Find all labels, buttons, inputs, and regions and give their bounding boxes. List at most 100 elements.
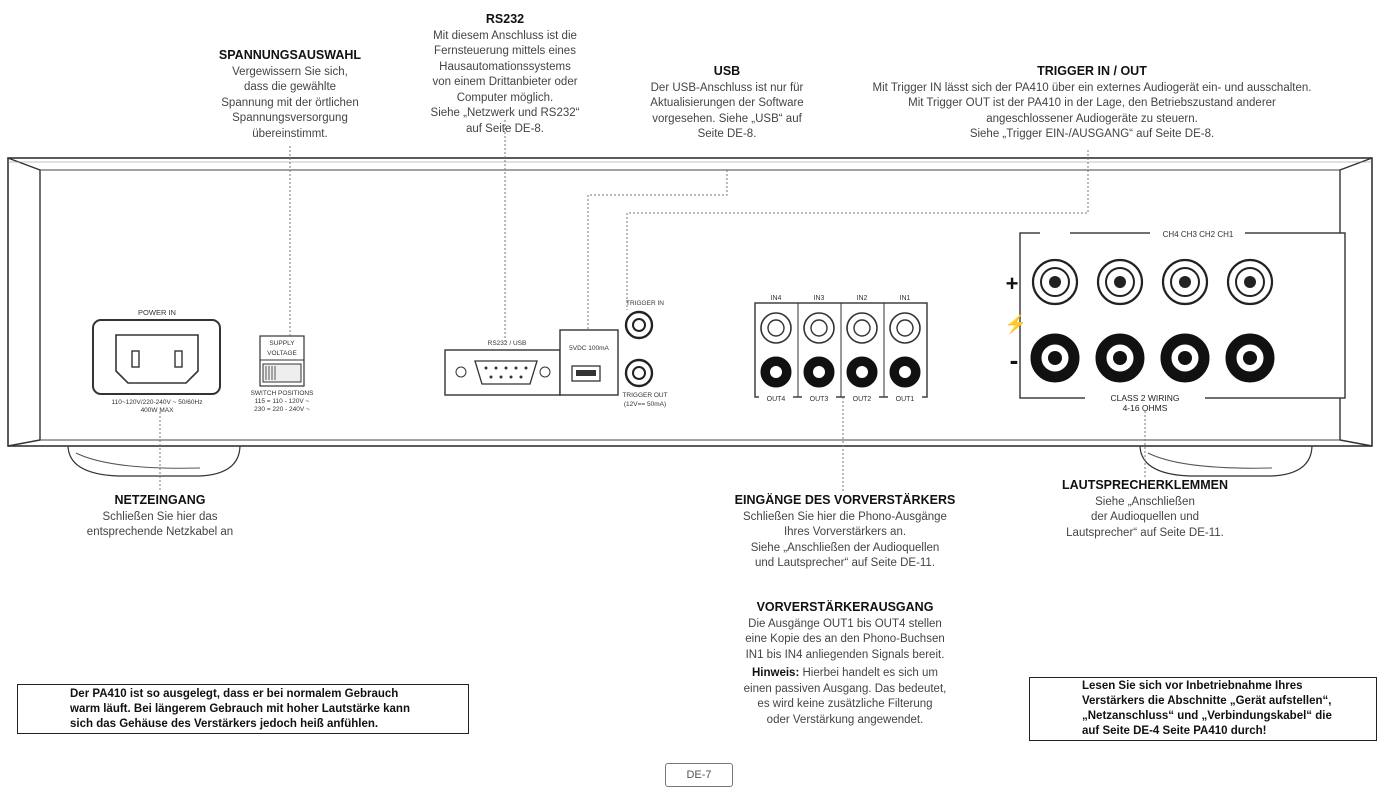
warning-line: „Netzanschluss“ und „Verbindungskabel“ d… [1082, 710, 1332, 722]
speaker-terminal-plus[interactable] [1226, 258, 1274, 306]
speaker-terminal-plus[interactable] [1161, 258, 1209, 306]
terminal-center [1178, 351, 1192, 365]
callout-line: und Lautsprecher“ auf Seite DE-11. [754, 557, 936, 569]
input-label: IN1 [900, 295, 911, 302]
callout-spannungsauswahl: SPANNUNGSAUSWAHL Vergewissern Sie sich, … [195, 48, 385, 142]
power-rating-2: 400W MAX [141, 407, 175, 414]
callout-title: SPANNUNGSAUSWAHL [218, 48, 362, 62]
speaker-terminal-minus[interactable] [1030, 333, 1080, 383]
callout-usb: USB Der USB-Anschluss ist nur für Aktual… [622, 64, 832, 143]
trigger-out-label: TRIGGER OUT [622, 392, 667, 399]
terminal-ring [1105, 267, 1135, 297]
callout-line: oder Verstärkung angewendet. [766, 713, 924, 726]
output-jack[interactable] [803, 356, 835, 388]
minus-label: - [1010, 345, 1019, 375]
terminal-ring [1040, 343, 1070, 373]
hint-first: Hierbei handelt es sich um [802, 667, 938, 679]
terminal-ring [1170, 267, 1200, 297]
terminal-center [1113, 351, 1127, 365]
speaker-terminal-plus[interactable] [1096, 258, 1144, 306]
terminal-center [1243, 351, 1257, 365]
output-jack-center [811, 364, 827, 380]
callout-line: Siehe „Trigger EIN-/AUSGANG“ auf Seite D… [969, 128, 1215, 140]
input-jack[interactable] [803, 312, 835, 344]
callout-title: TRIGGER IN / OUT [1037, 64, 1147, 78]
terminal-center [1049, 276, 1061, 288]
trigger-in-label: TRIGGER IN [626, 300, 664, 307]
callout-line: vorgesehen. Siehe „USB“ auf [652, 112, 802, 125]
warning-line: auf Seite DE-4 Seite PA410 durch! [1082, 725, 1267, 737]
speaker-terminal-minus[interactable] [1160, 333, 1210, 383]
usb-port-label: 5VDC 100mA [569, 345, 609, 352]
callout-line: von einem Drittanbieter oder [432, 76, 578, 88]
output-jack-center [854, 364, 870, 380]
input-jack[interactable] [846, 312, 878, 344]
callout-line: einen passiven Ausgang. Das bedeutet, [743, 682, 947, 695]
channels-label: CH4 CH3 CH2 CH1 [1163, 230, 1234, 239]
callout-line: Spannungsversorgung [232, 112, 348, 124]
page-number: DE-7 [665, 763, 733, 787]
input-jack-center [767, 319, 785, 337]
callout-rs232: RS232 Mit diesem Anschluss ist die Ferns… [405, 12, 605, 137]
input-jack[interactable] [889, 312, 921, 344]
speaker-terminal-plus[interactable] [1031, 258, 1079, 306]
callout-title: EINGÄNGE DES VORVERSTÄRKERS [734, 493, 956, 507]
callout-line: Siehe „Anschließen der Audioquellen [750, 541, 940, 554]
output-label-bg [845, 393, 879, 403]
callout-line: Ihres Vorverstärkers an. [783, 526, 907, 538]
terminal-ring [1040, 267, 1070, 297]
callout-line: Der USB-Anschluss ist nur für [650, 81, 804, 94]
callout-line: Seite DE-8. [697, 128, 757, 140]
speaker-terminal-minus[interactable] [1225, 333, 1275, 383]
terminal-center [1114, 276, 1126, 288]
switch-line-2: 230 = 220 - 240V ~ [254, 406, 310, 413]
output-jack[interactable] [760, 356, 792, 388]
power-in-label: POWER IN [138, 308, 176, 317]
callout-line: Siehe „Netzwerk und RS232“ [430, 107, 580, 119]
callout-netzeingang: NETZEINGANG Schließen Sie hier das entsp… [60, 493, 260, 541]
terminal-center [1244, 276, 1256, 288]
class2-label-1: CLASS 2 WIRING [1111, 393, 1180, 403]
output-jack[interactable] [889, 356, 921, 388]
callout-line: dass die gewählte [243, 81, 337, 93]
warning-line: warm läuft. Bei längerem Gebrauch mit ho… [70, 702, 410, 715]
callout-vorverstaerkerausgang: VORVERSTÄRKERAUSGANG Die Ausgänge OUT1 b… [720, 600, 970, 728]
input-jack-center [810, 319, 828, 337]
switch-positions: SWITCH POSITIONS [251, 390, 315, 397]
terminal-center [1048, 351, 1062, 365]
callout-lautsprecher: LAUTSPRECHERKLEMMEN Siehe „Anschließen d… [1040, 478, 1250, 541]
warning-box-manual: Lesen Sie sich vor Inbetriebnahme Ihres … [1029, 677, 1377, 741]
output-label: OUT4 [767, 396, 786, 403]
input-jack[interactable] [760, 312, 792, 344]
output-jack-center [897, 364, 913, 380]
input-jack-center [896, 319, 914, 337]
callout-line: Mit Trigger OUT ist der PA410 in der Lag… [908, 97, 1276, 109]
callout-line: Mit diesem Anschluss ist die [433, 29, 577, 42]
callout-trigger: TRIGGER IN / OUT Mit Trigger IN lässt si… [842, 64, 1342, 143]
warning-line: Der PA410 ist so ausgelegt, dass er bei … [70, 687, 399, 700]
supply-label-2: VOLTAGE [267, 350, 297, 357]
callout-line: Vergewissern Sie sich, [232, 65, 348, 78]
input-label: IN3 [814, 295, 825, 302]
supply-label-1: SUPPLY [269, 340, 295, 347]
callout-title: RS232 [485, 12, 525, 26]
warning-line: sich das Gehäuse des Verstärkers jedoch … [70, 717, 379, 730]
terminal-center [1179, 276, 1191, 288]
callout-hint-line: Hinweis: Hierbei handelt es sich um [720, 666, 970, 682]
output-label: OUT1 [896, 396, 915, 403]
output-label-bg [888, 393, 922, 403]
callout-line: angeschlossener Audiogeräte zu steuern. [986, 112, 1198, 125]
input-label: IN2 [857, 295, 868, 302]
callout-line: Fernsteuerung mittels eines [434, 45, 576, 57]
switch-line-1: 115 = 110 - 120V ~ [255, 398, 310, 405]
warning-box-heat: Der PA410 ist so ausgelegt, dass er bei … [17, 684, 469, 734]
output-label: OUT2 [853, 396, 872, 403]
callout-line: auf Seite DE-8. [466, 122, 544, 135]
output-label: OUT3 [810, 396, 829, 403]
callout-line: Mit Trigger IN lässt sich der PA410 über… [872, 81, 1312, 94]
hint-label: Hinweis: [751, 667, 800, 679]
speaker-terminal-minus[interactable] [1095, 333, 1145, 383]
callout-line: Hausautomationssystems [439, 60, 571, 73]
output-jack[interactable] [846, 356, 878, 388]
callout-line: Aktualisierungen der Software [650, 97, 804, 109]
